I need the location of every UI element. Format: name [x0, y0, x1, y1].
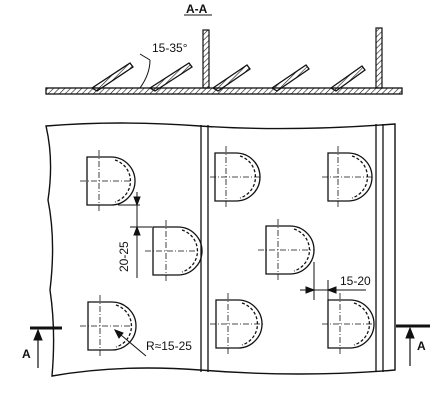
louvre-tab: [270, 64, 310, 92]
louvre-tab: [148, 62, 193, 92]
angle-label: 15-35°: [152, 41, 188, 55]
rib-line-right: [375, 124, 384, 372]
horizontal-offset-dimension: [300, 262, 366, 300]
angle-dimension: [139, 53, 151, 89]
base-plate: [45, 87, 403, 95]
louvre-opening: [80, 150, 136, 212]
louvre-opening: [258, 219, 315, 281]
vertical-rib-left: [202, 29, 210, 89]
vertical-rib-right: [375, 27, 383, 89]
vertical-spacing-dimension: [118, 192, 152, 278]
louvre-opening: [210, 146, 262, 208]
louvre-opening: [145, 220, 203, 282]
section-marker-left-symbol: [30, 326, 62, 368]
section-view: A-A 15-35°: [45, 2, 403, 95]
section-marker-left: A: [22, 347, 31, 361]
vertical-spacing-label: 20-25: [117, 241, 131, 272]
radius-label: R≈15-25: [146, 339, 192, 353]
section-marker-right-symbol: [396, 324, 430, 366]
radius-leader: [113, 329, 147, 357]
louvre-tabs: [90, 62, 366, 92]
section-title: A-A: [186, 2, 208, 16]
louvre-opening: [210, 293, 264, 355]
louvre-tab: [90, 62, 134, 92]
sheet-outline: [45, 122, 396, 377]
louvre-tab: [329, 65, 366, 92]
louvre-opening: [322, 146, 374, 208]
louvre-tab: [211, 64, 251, 92]
louvre-opening: [80, 295, 137, 357]
section-marker-right: A: [417, 339, 426, 353]
horizontal-offset-label: 15-20: [340, 274, 371, 288]
louvre-opening: [322, 293, 375, 355]
plan-view: 20-25 15-20 R≈15-25 A A: [22, 122, 430, 377]
rib-line-left: [200, 125, 209, 372]
